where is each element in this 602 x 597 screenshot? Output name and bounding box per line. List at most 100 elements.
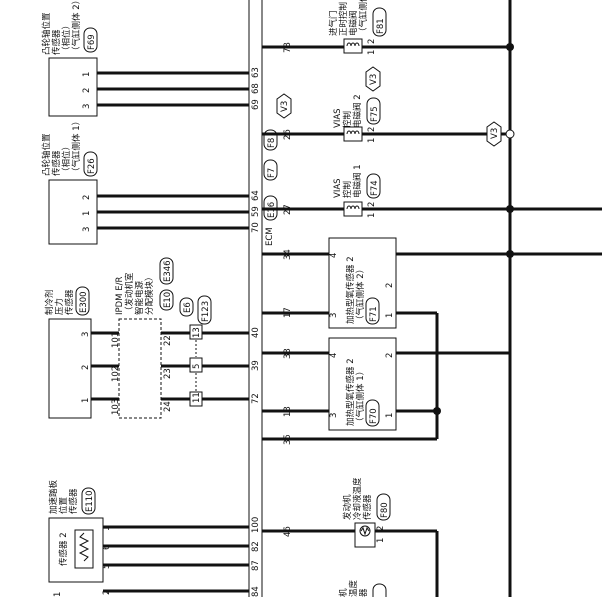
connector-f74: F74 xyxy=(370,180,380,196)
svg-text:（气缸侧体 2）: （气缸侧体 2） xyxy=(358,0,369,36)
svg-text:传感器: 传感器 xyxy=(51,150,62,176)
svg-text:传感器: 传感器 xyxy=(362,494,373,520)
connector-f81: F81 xyxy=(376,18,386,34)
svg-text:2: 2 xyxy=(385,353,395,358)
svg-text:电磁阀: 电磁阀 xyxy=(348,10,359,36)
svg-text:82: 82 xyxy=(251,541,261,552)
svg-text:1: 1 xyxy=(81,398,91,403)
svg-text:2: 2 xyxy=(385,283,395,288)
svg-text:13: 13 xyxy=(192,327,202,338)
svg-text:103: 103 xyxy=(111,399,121,415)
svg-text:26: 26 xyxy=(283,129,293,140)
connector-e10: E10 xyxy=(163,292,173,308)
v3-tag-left: V3 xyxy=(276,93,292,119)
vias-control-solenoid-1: VIAS 控制 电磁阀 1 F74 27 2 1 xyxy=(262,164,602,218)
svg-text:33: 33 xyxy=(283,348,293,359)
svg-text:（相位）: （相位） xyxy=(61,142,72,176)
svg-text:加热型氧传感器 2: 加热型氧传感器 2 xyxy=(345,256,356,324)
svg-text:（相位）: （相位） xyxy=(61,21,72,55)
svg-text:2: 2 xyxy=(82,88,92,93)
svg-text:3: 3 xyxy=(81,332,91,337)
svg-text:V3: V3 xyxy=(490,128,500,139)
svg-text:控制: 控制 xyxy=(342,111,353,128)
svg-text:3: 3 xyxy=(82,227,92,232)
svg-text:1: 1 xyxy=(102,526,112,531)
svg-text:加热型氧传感器 2: 加热型氧传感器 2 xyxy=(345,358,356,426)
accelerator-pedal-sensor: 加速踏板 位置 传感器 E110 传感器 2 1 6 5 2 1 100 82 … xyxy=(48,479,261,597)
svg-text:2: 2 xyxy=(82,195,92,200)
svg-text:传感器: 传感器 xyxy=(64,289,75,315)
svg-text:2: 2 xyxy=(367,39,377,44)
connector-e110: E110 xyxy=(85,490,95,512)
svg-text:（气缸侧体 2）: （气缸侧体 2） xyxy=(355,265,366,324)
svg-text:器: 器 xyxy=(359,588,369,597)
svg-text:IPDM E/R: IPDM E/R xyxy=(115,277,125,315)
svg-text:VIAS: VIAS xyxy=(333,178,343,198)
svg-text:2: 2 xyxy=(81,365,91,370)
svg-text:2: 2 xyxy=(376,526,386,531)
svg-text:传感器: 传感器 xyxy=(68,488,79,514)
v3-tag-middle: V3 xyxy=(365,66,381,92)
svg-text:78: 78 xyxy=(283,42,293,53)
svg-text:（气缸侧体 2）: （气缸侧体 2） xyxy=(71,0,82,55)
svg-text:温度: 温度 xyxy=(348,579,359,597)
svg-text:冷却液温度: 冷却液温度 xyxy=(352,477,363,520)
camshaft-sensor-bank1: 凸轮轴位置 传感器 （相位） （气缸侧体 1） F26 2 1 3 64 59 … xyxy=(41,117,261,245)
svg-text:1: 1 xyxy=(367,50,377,55)
connector-f7: F7 xyxy=(267,168,277,178)
svg-text:68: 68 xyxy=(251,83,261,94)
refrigerant-pressure-sensor: 制冷剂 压力 传感器 E300 3 2 1 xyxy=(44,286,119,419)
connector-e300: E300 xyxy=(79,291,89,313)
svg-text:机: 机 xyxy=(338,588,349,597)
svg-text:101: 101 xyxy=(111,332,121,348)
svg-text:控制: 控制 xyxy=(342,181,353,198)
connector-f69: F69 xyxy=(87,34,97,50)
svg-text:发动机: 发动机 xyxy=(342,494,353,520)
svg-text:1: 1 xyxy=(82,72,92,77)
connector-f71: F71 xyxy=(369,306,379,322)
vias-control-solenoid-2: VIAS 控制 电磁阀 2 F75 V3 26 2 1 xyxy=(262,94,515,147)
svg-text:1: 1 xyxy=(385,413,395,418)
ecm-label: ECM xyxy=(265,227,275,246)
svg-text:4: 4 xyxy=(329,353,339,358)
connector-f80: F80 xyxy=(380,502,390,518)
bottom-partial-sensor: 机 温度 器 xyxy=(338,579,387,597)
svg-text:（发动机室: （发动机室 xyxy=(124,272,135,315)
svg-text:22: 22 xyxy=(163,335,173,346)
svg-text:2: 2 xyxy=(367,202,377,207)
svg-text:63: 63 xyxy=(251,67,261,78)
connector-f26: F26 xyxy=(87,158,97,174)
heated-oxygen-sensor-2-bank2: 加热型氧传感器 2 （气缸侧体 2） F71 4 3 2 1 xyxy=(328,237,397,329)
svg-text:23: 23 xyxy=(163,368,173,379)
svg-text:6: 6 xyxy=(102,545,112,550)
svg-text:27: 27 xyxy=(283,204,293,215)
engine-coolant-temp-sensor: 发动机 冷却液温度 传感器 F80 46 2 1 xyxy=(262,477,439,597)
svg-text:39: 39 xyxy=(251,360,261,371)
svg-text:1: 1 xyxy=(367,138,377,143)
svg-text:34: 34 xyxy=(283,249,293,260)
joint-connector: E6 F123 13 5 11 40 39 72 xyxy=(179,295,261,407)
connector-f123: F123 xyxy=(201,301,211,322)
svg-text:1: 1 xyxy=(376,538,386,543)
intake-valve-timing-solenoid: 进气门 正时控制 电磁阀 （气缸侧体 2） F81 78 2 1 xyxy=(262,0,514,55)
svg-text:3: 3 xyxy=(329,413,339,418)
svg-text:4: 4 xyxy=(329,253,339,258)
svg-text:11: 11 xyxy=(192,392,202,403)
heated-oxygen-sensor-2-bank1: 加热型氧传感器 2 （气缸侧体 1） F70 4 3 2 1 xyxy=(328,337,397,431)
ho2s-wiring: 34 17 33 13 35 xyxy=(262,249,602,445)
svg-text:电磁阀 1: 电磁阀 1 xyxy=(352,164,363,198)
ipdm-er-module: IPDM E/R （发动机室 智能电源 分配模块） E346 E10 101 1… xyxy=(111,257,190,419)
svg-text:84: 84 xyxy=(251,586,261,597)
svg-text:凸轮轴位置: 凸轮轴位置 xyxy=(41,133,52,176)
svg-text:3: 3 xyxy=(82,104,92,109)
svg-text:分配模块）: 分配模块） xyxy=(144,272,155,315)
svg-text:1: 1 xyxy=(385,313,395,318)
svg-text:凸轮轴位置: 凸轮轴位置 xyxy=(41,12,52,55)
svg-text:V3: V3 xyxy=(280,101,290,112)
svg-text:1: 1 xyxy=(367,213,377,218)
connector-f8: F8 xyxy=(267,138,277,148)
svg-text:59: 59 xyxy=(251,206,261,217)
svg-text:35: 35 xyxy=(283,434,293,445)
svg-text:40: 40 xyxy=(251,327,261,338)
svg-text:70: 70 xyxy=(251,222,261,233)
